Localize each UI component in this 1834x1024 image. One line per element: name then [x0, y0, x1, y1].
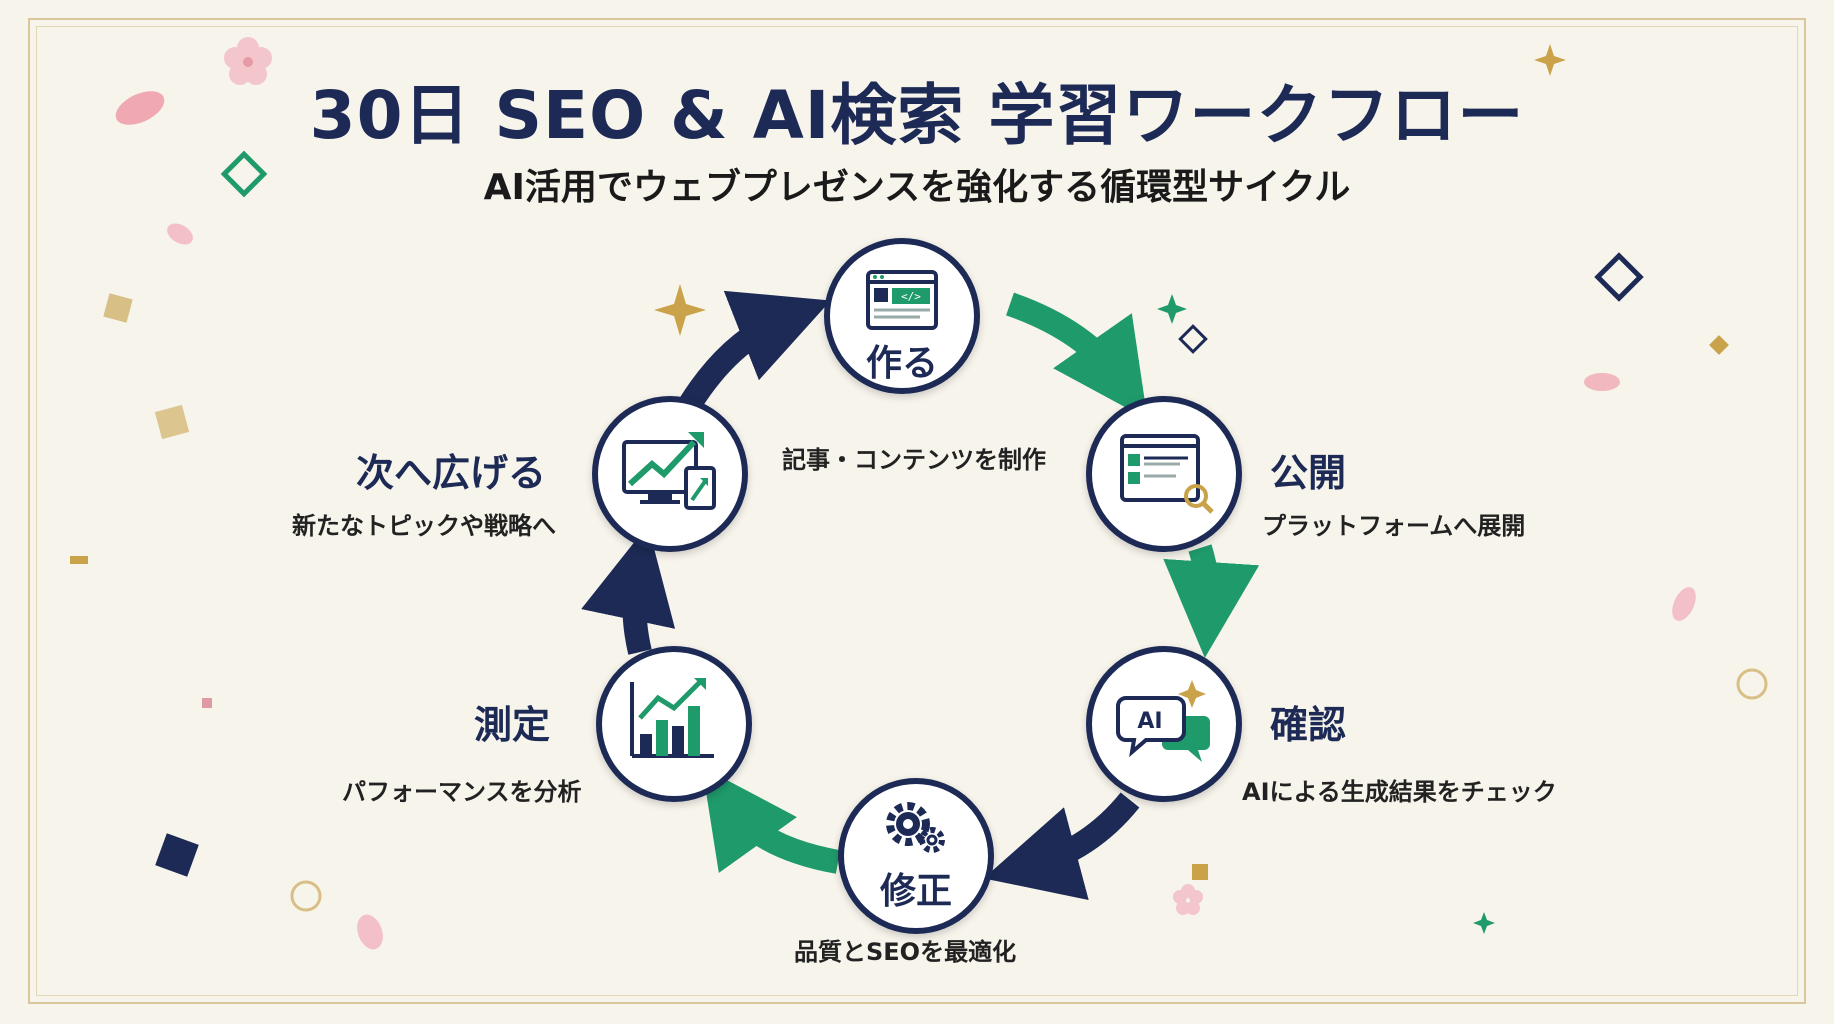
arrow-create-to-publish	[1006, 292, 1148, 420]
step-check-desc: AIによる生成結果をチェック	[1242, 778, 1557, 806]
diamond-outline-icon	[1594, 252, 1644, 302]
arrow-expand-to-create	[679, 290, 831, 411]
arrow-measure-to-expand	[581, 525, 676, 655]
step-measure-title: 測定	[474, 703, 551, 747]
node-create-label: 作る	[865, 343, 938, 384]
node-measure	[596, 646, 752, 802]
crest-icon	[290, 880, 322, 912]
petal-icon	[1672, 587, 1696, 621]
arrow-fix-to-measure	[702, 766, 841, 874]
diamond-outline-icon	[1178, 324, 1208, 354]
outer-frame	[28, 18, 1806, 1004]
sparkle-icon	[1157, 294, 1187, 324]
gold-leaf-icon	[1192, 864, 1208, 880]
svg-text:</>: </>	[901, 290, 921, 303]
sparkle-icon	[1534, 44, 1566, 76]
page-title: 30日 SEO & AI検索 学習ワークフロー	[309, 77, 1525, 154]
confetti-icon	[202, 698, 212, 708]
petal-icon	[1584, 373, 1620, 391]
gold-leaf-icon	[103, 293, 133, 323]
arrow-check-to-fix	[983, 792, 1140, 900]
code-editor-icon: </>	[866, 270, 938, 330]
sparkle-icon	[654, 284, 706, 336]
growth-devices-icon	[622, 432, 716, 510]
sakura-flower-icon	[224, 37, 272, 85]
bar-chart-icon	[630, 678, 714, 758]
node-check: AI	[1086, 646, 1242, 802]
step-expand-desc: 新たなトピックや戦略へ	[292, 512, 556, 540]
node-create: </> 作る	[824, 238, 980, 394]
sakura-flower-icon	[1173, 884, 1203, 915]
inner-frame	[36, 26, 1798, 996]
arrow-publish-to-check	[1163, 544, 1260, 658]
node-fix-label: 修正	[879, 871, 952, 912]
step-publish-desc: プラットフォームへ展開	[1262, 512, 1526, 540]
page-subtitle: AI活用でウェブプレゼンスを強化する循環型サイクル	[483, 167, 1351, 208]
gold-leaf-icon	[154, 404, 190, 440]
petal-icon	[167, 223, 193, 245]
step-measure-desc: パフォーマンスを分析	[342, 778, 582, 806]
gears-icon	[886, 802, 945, 853]
node-publish	[1086, 396, 1242, 552]
confetti-icon	[70, 556, 88, 564]
step-check-title: 確認	[1270, 703, 1347, 747]
petal-icon	[357, 914, 383, 950]
step-expand-title: 次へ広げる	[356, 451, 547, 495]
web-page-search-icon	[1120, 434, 1214, 514]
diamond-outline-icon	[220, 150, 268, 198]
gold-leaf-icon	[1709, 335, 1729, 355]
node-expand	[592, 396, 748, 552]
node-fix: 修正	[838, 778, 994, 934]
step-publish-title: 公開	[1270, 451, 1347, 495]
petal-icon	[115, 91, 165, 125]
ai-chat-icon: AI	[1116, 680, 1210, 762]
step-fix-desc: 品質とSEOを最適化	[794, 938, 1017, 966]
crest-icon	[1736, 668, 1768, 700]
sparkle-icon	[1473, 912, 1495, 934]
step-create-desc: 記事・コンテンツを制作	[782, 446, 1046, 474]
ai-icon-text: AI	[1137, 709, 1162, 734]
hexagon-icon	[155, 833, 199, 877]
